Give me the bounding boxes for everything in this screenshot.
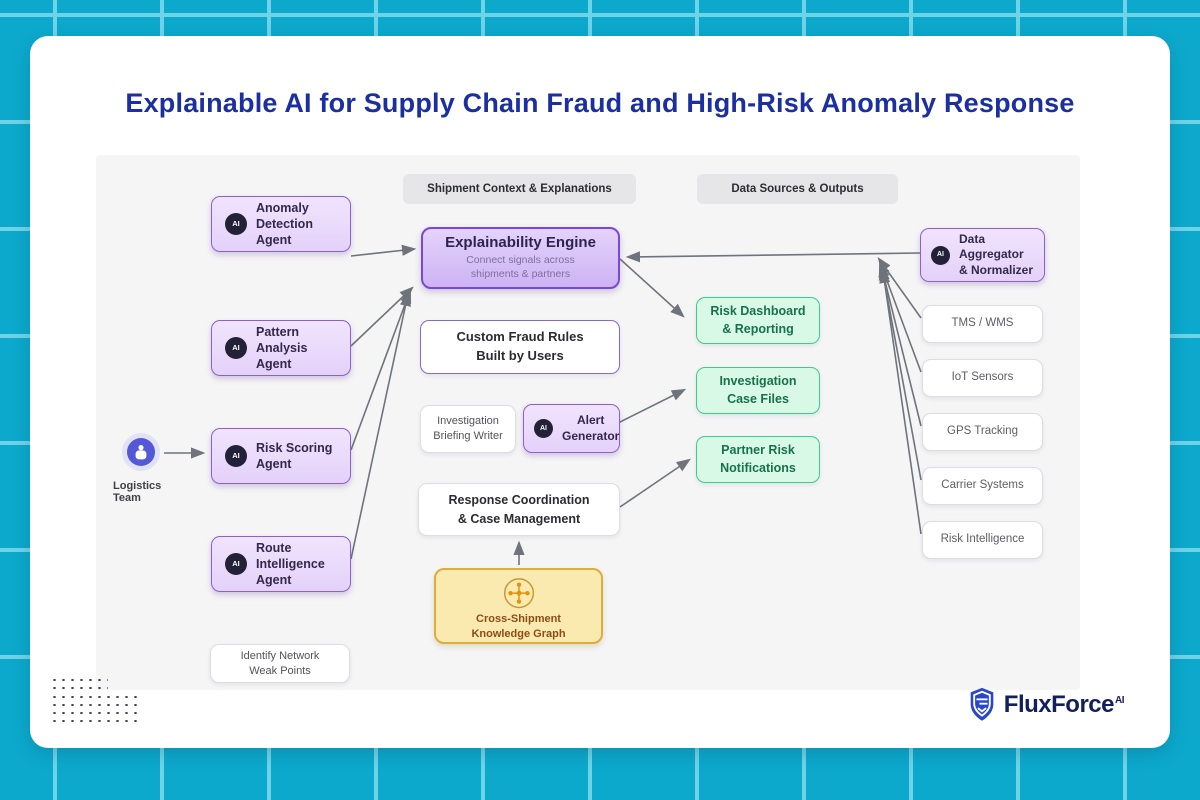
- ai-badge-icon: AI: [225, 213, 247, 235]
- arrow-alert-to-casefiles: [617, 388, 687, 424]
- arrow-tms-to-aggregator: [877, 257, 922, 319]
- arrow-anomaly-to-engine: [350, 244, 417, 257]
- ai-badge-icon: AI: [225, 445, 247, 467]
- person-icon: [122, 433, 160, 471]
- knowledge-graph-icon: [503, 578, 534, 609]
- infographic-card: Explainable AI for Supply Chain Fraud an…: [30, 36, 1170, 748]
- node-explainability-engine: Explainability Engine Connect signals ac…: [421, 227, 620, 289]
- arrow-iot-to-aggregator: [878, 259, 922, 373]
- node-tms-wms: TMS / WMS: [922, 305, 1043, 343]
- arrow-pattern-to-engine: [350, 286, 414, 347]
- node-partner-risk-notifications: Partner Risk Notifications: [696, 436, 820, 483]
- page-title: Explainable AI for Supply Chain Fraud an…: [125, 88, 1075, 118]
- header-shipment-context: Shipment Context & Explanations: [403, 174, 636, 204]
- fluxforce-logo: FluxForceAI: [967, 687, 1125, 722]
- node-risk-dashboard: Risk Dashboard & Reporting: [696, 297, 820, 344]
- arrow-riskintel-to-aggregator: [879, 268, 922, 535]
- dot-pattern: [50, 676, 108, 693]
- node-custom-fraud-rules: Custom Fraud Rules Built by Users: [420, 320, 620, 374]
- header-data-sources: Data Sources & Outputs: [697, 174, 898, 204]
- node-data-aggregator: AI Data Aggregator& Normalizer: [920, 228, 1045, 282]
- node-gps-tracking: GPS Tracking: [922, 413, 1043, 451]
- node-title: Explainability Engine: [445, 234, 596, 252]
- node-identify-network-weak-points: Identify Network Weak Points: [210, 644, 350, 683]
- node-iot-sensors: IoT Sensors: [922, 359, 1043, 397]
- dot-pattern: [50, 693, 140, 723]
- arrow-riskscoring-to-engine: [350, 288, 412, 451]
- arrow-route-to-engine: [350, 291, 411, 560]
- node-risk-intelligence: Risk Intelligence: [922, 521, 1043, 559]
- logo-ai-superscript: AI: [1115, 694, 1125, 706]
- node-response-coordination: Response Coordination & Case Management: [418, 483, 620, 536]
- arrow-engine-to-dashboard: [619, 258, 685, 318]
- ai-badge-icon: AI: [225, 337, 247, 359]
- node-carrier-systems: Carrier Systems: [922, 467, 1043, 505]
- arrow-response-to-partner: [619, 458, 691, 508]
- actor-label: Logistics Team: [113, 480, 162, 504]
- ai-badge-icon: AI: [225, 553, 247, 575]
- node-investigation-case-files: Investigation Case Files: [696, 367, 820, 414]
- node-investigation-briefing-writer: Investigation Briefing Writer: [420, 405, 516, 453]
- arrow-gps-to-aggregator: [878, 262, 922, 427]
- actor-logistics-team: Logistics Team: [113, 433, 169, 504]
- arrow-carrier-to-aggregator: [878, 265, 922, 481]
- fluxforce-shield-icon: [970, 687, 994, 721]
- ai-badge-icon: AI: [931, 245, 950, 265]
- arrow-aggregator-to-engine: [625, 251, 921, 263]
- node-label: Data Aggregator& Normalizer: [959, 231, 1034, 277]
- ai-badge-icon: AI: [534, 419, 553, 438]
- logo-wordmark: FluxForceAI: [1003, 690, 1125, 718]
- diagram-panel: Shipment Context & Explanations Data Sou…: [96, 155, 1080, 690]
